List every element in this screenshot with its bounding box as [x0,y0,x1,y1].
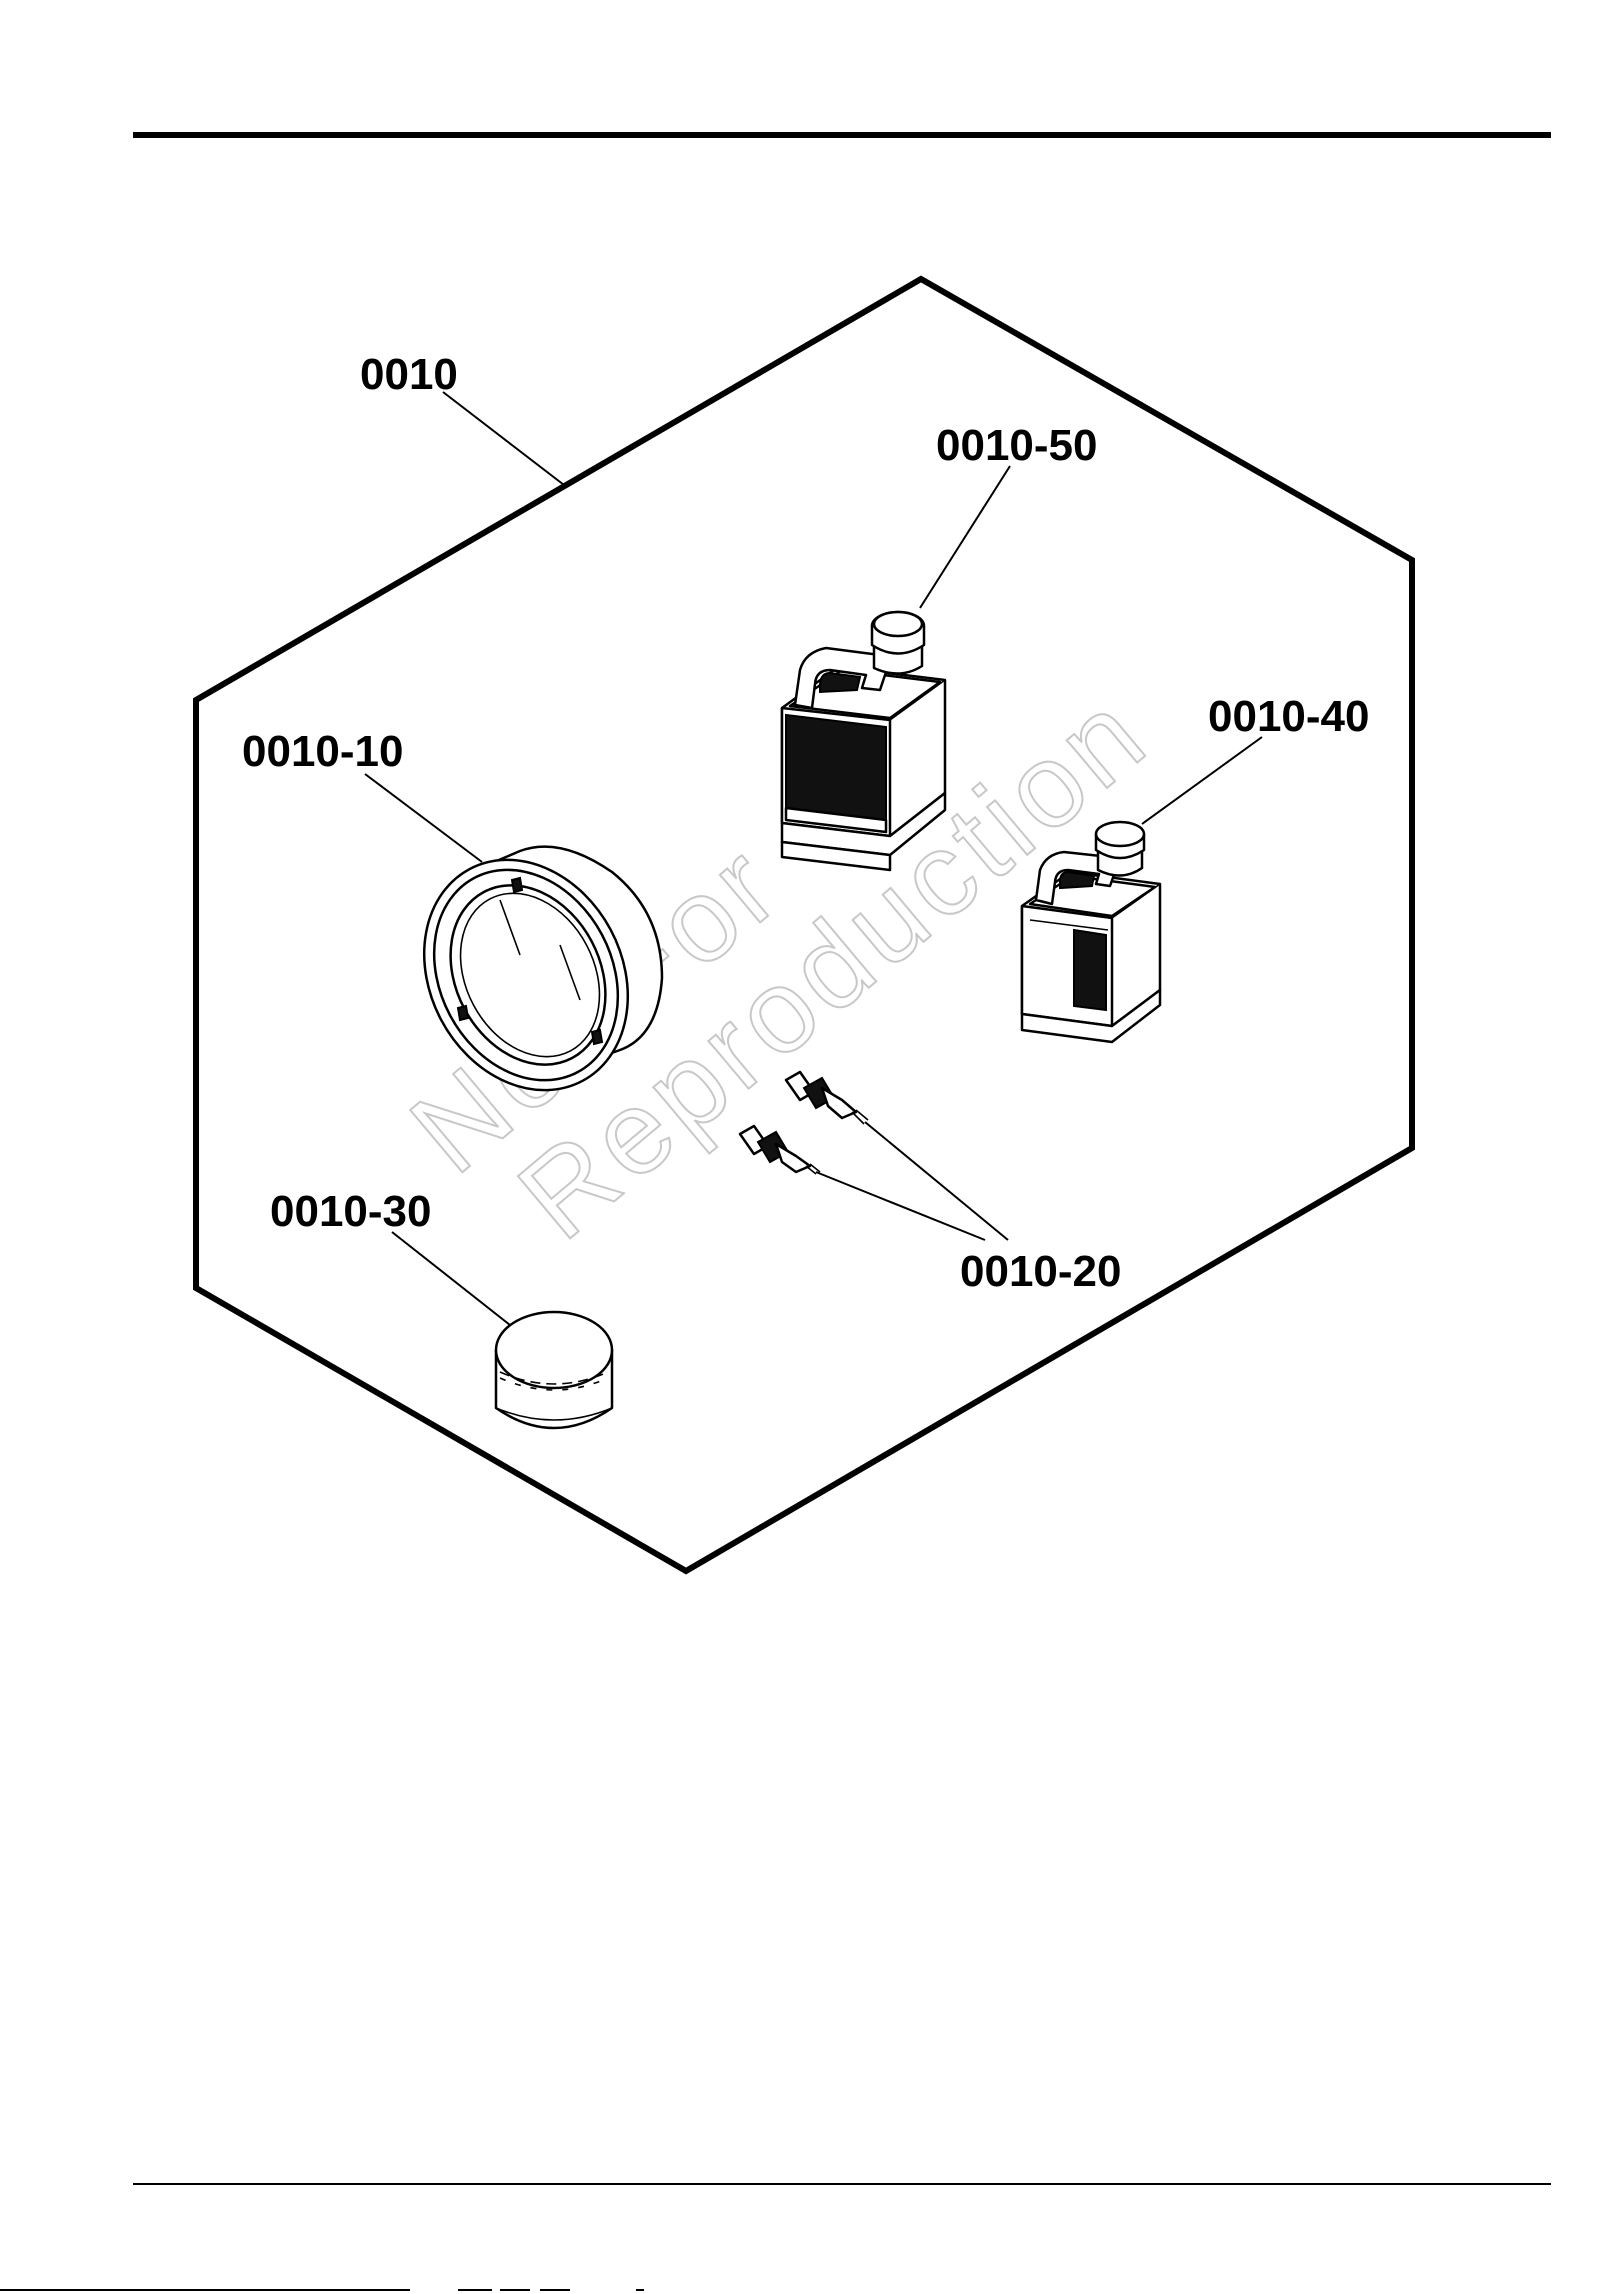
callout-spark-plugs: 0010-20 [960,1247,1121,1296]
large-oil-bottle [782,612,945,870]
footer-rule [133,2183,1551,2185]
leader-oil-filter [392,1232,510,1325]
leader-air-filter [365,774,482,862]
callout-kit: 0010 [360,350,458,399]
oil-filter [496,1312,612,1428]
leader-large-oil-bottle [920,466,1010,608]
callout-oil-filter: 0010-30 [270,1187,431,1236]
spark-plug-upper [786,1072,868,1124]
scan-edge-artifact [0,2288,1621,2294]
leader-spark-plug-lower [816,1172,985,1240]
callout-small-oil-bottle: 0010-40 [1208,692,1369,741]
leader-spark-plug-upper [865,1122,1008,1240]
leader-kit [443,392,564,485]
callout-large-oil-bottle: 0010-50 [936,421,1097,470]
callout-air-filter: 0010-10 [242,727,403,776]
spark-plug-lower [740,1126,820,1174]
leader-small-oil-bottle [1142,737,1262,824]
